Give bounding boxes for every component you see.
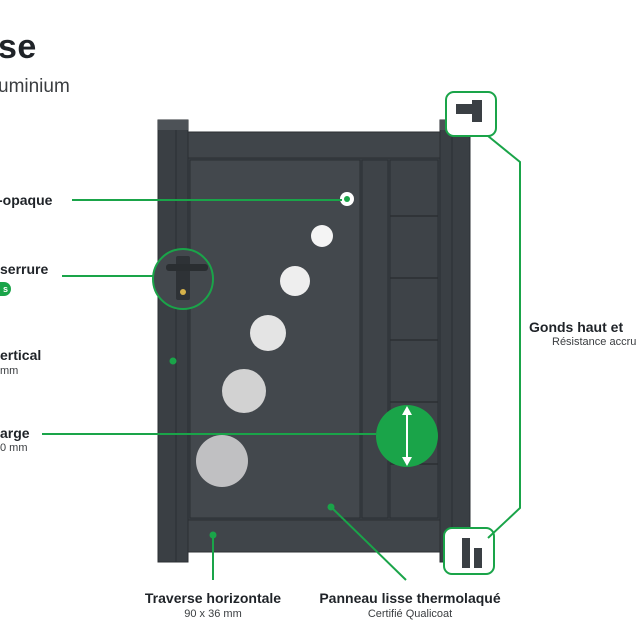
callout-width-detail: 0 mm [0,442,28,454]
lock-handle-zoom [152,248,214,310]
bottom-hinge-inset [443,527,495,575]
callout-width: arge [0,425,30,441]
callout-panel: Panneau lisse thermolaqué [319,590,501,606]
bottom-traverse [187,519,441,553]
callout-panel-detail: Certifié Qualicoat [367,608,453,620]
callout-traverse-detail: 90 x 36 mm [184,608,242,620]
callout-vertical-detail: mm [0,365,19,377]
page-title: se [0,28,37,66]
callout-lock-badge: s [0,282,12,296]
vertical-stile [361,159,389,519]
callout-lock: serrure [0,261,49,277]
callout-vertical: ertical [0,347,42,363]
callout-panel-opaque: -opaque [0,192,53,208]
top-hinge-inset [445,91,497,137]
callout-traverse: Traverse horizontale [144,590,282,606]
callout-hinges-detail: Résistance accru [552,336,637,348]
right-post [439,119,471,563]
left-post [157,119,189,563]
width-zoom-icon [376,405,438,467]
callout-hinges: Gonds haut et [529,319,624,335]
decorative-circles [196,192,354,487]
page-subtitle: uminium [0,76,70,97]
